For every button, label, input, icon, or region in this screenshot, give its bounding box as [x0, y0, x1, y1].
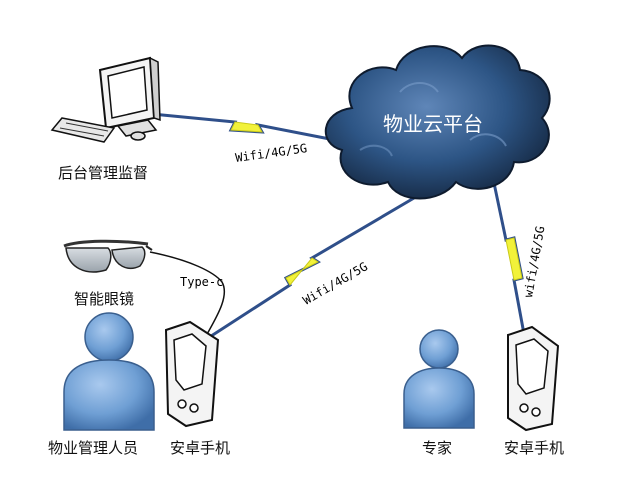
- link-label-glasses-phone: Type-c: [180, 275, 223, 289]
- right-phone-icon: [507, 325, 560, 432]
- left-phone-label: 安卓手机: [170, 439, 231, 457]
- smart-glasses-icon: [63, 239, 153, 273]
- cloud-platform-label: 物业云平台: [383, 112, 483, 136]
- expert-person-icon: [403, 329, 475, 429]
- right-phone-label: 安卓手机: [504, 439, 565, 457]
- desktop-computer-icon: [50, 56, 161, 143]
- link-monitor-cloud: [151, 112, 341, 143]
- link-phone-cloud: [204, 196, 415, 342]
- cloud-platform-icon: [324, 44, 551, 200]
- left-phone-icon: [164, 320, 220, 428]
- staff-label: 物业管理人员: [48, 439, 139, 457]
- link-cloud-phone-right: [492, 182, 526, 335]
- link-glasses-phone: [149, 251, 226, 337]
- link-label-cloud-phone-right: wifi/4G/5G: [521, 225, 547, 299]
- monitor-label: 后台管理监督: [58, 164, 149, 182]
- staff-person-icon: [63, 312, 155, 431]
- expert-label: 专家: [422, 439, 453, 457]
- link-label-monitor-cloud: Wifi/4G/5G: [234, 141, 307, 165]
- glasses-label: 智能眼镜: [74, 290, 135, 308]
